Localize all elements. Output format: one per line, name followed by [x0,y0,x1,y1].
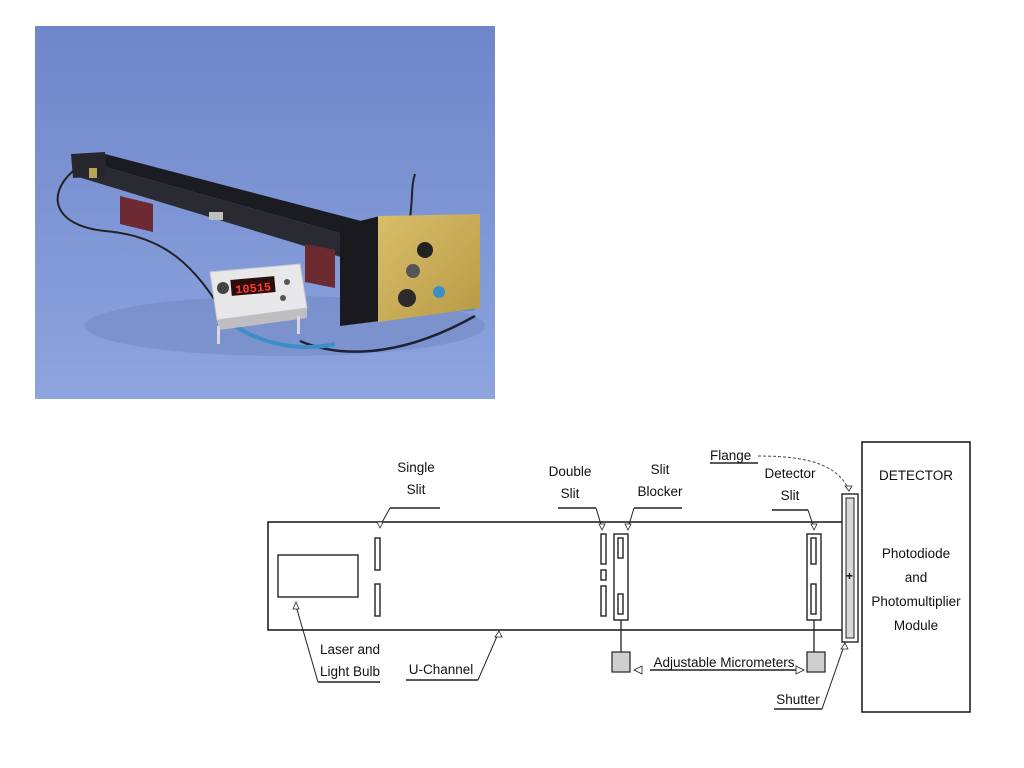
apparatus-photo: 10515 [35,26,495,399]
single-slit-upper [374,537,381,571]
amplifier-module-panel [378,214,480,322]
u-channel-rect [267,521,849,631]
label-micrometers: Adjustable Micrometers [653,655,794,670]
double-slit-lower [600,585,607,617]
label-single-slit-1: Single [397,460,435,475]
rail-side [73,158,357,262]
label-u-channel: U-Channel [409,662,474,677]
label-flange: Flange [710,448,751,463]
micrometer-left [611,651,631,673]
label-double-slit-2: Slit [561,486,580,501]
label-double-slit-1: Double [549,464,592,479]
label-laser-1: Laser and [320,642,380,657]
micrometer-right [806,651,826,673]
label-shutter: Shutter [776,692,820,707]
svg-text:+: + [846,569,853,583]
detector-line-4: Module [894,618,938,633]
double-slit-middle [600,569,607,581]
diagram-drawing: + DETECTOR Photodiode and Photomultiplie… [267,441,971,713]
detector-title: DETECTOR [879,468,953,483]
multimeter-reading: 10515 [235,280,272,297]
detector-line-2: and [905,570,928,585]
single-slit-lower [374,583,381,617]
double-slit-upper [600,533,607,565]
apparatus-diagram: + DETECTOR Photodiode and Photomultiplie… [266,434,976,718]
label-laser-2: Light Bulb [320,664,380,679]
label-detector-slit-1: Detector [764,466,816,481]
label-slit-blocker-1: Slit [651,462,670,477]
rail-top [73,154,365,238]
detector-line-1: Photodiode [882,546,950,561]
label-slit-blocker-2: Blocker [637,484,683,499]
laser-box [277,554,359,598]
label-single-slit-2: Slit [407,482,426,497]
apparatus-photo-drawing: 10515 [35,26,495,399]
detector-box [861,441,971,713]
label-detector-slit-2: Slit [781,488,800,503]
detector-line-3: Photomultiplier [871,594,961,609]
